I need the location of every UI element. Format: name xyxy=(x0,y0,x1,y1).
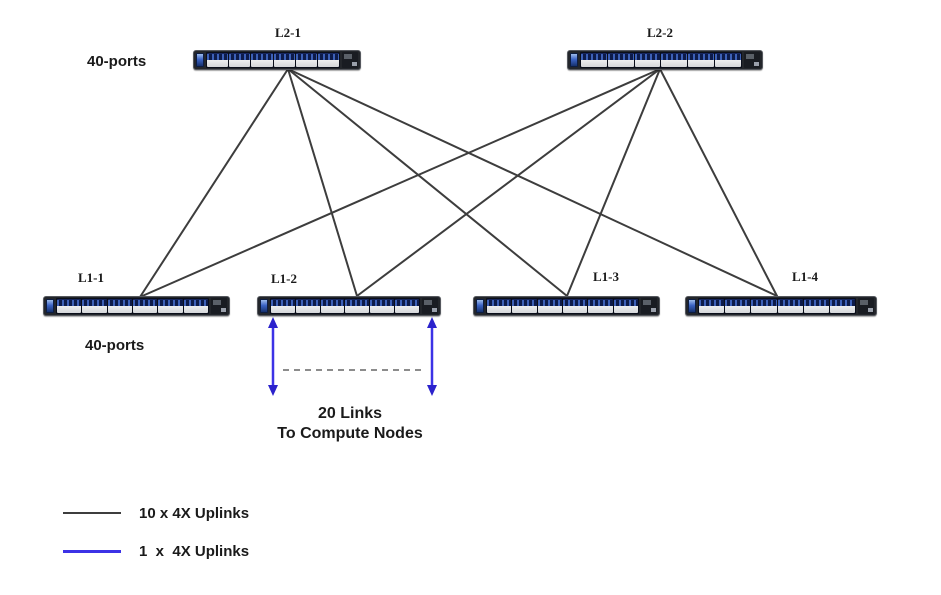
port-group xyxy=(725,299,751,313)
port-group xyxy=(207,53,229,67)
port-banks xyxy=(698,298,856,314)
psu-module xyxy=(858,298,874,314)
legend-item-uplinks-10x: 10 x 4X Uplinks xyxy=(63,500,249,526)
switch-l2-1 xyxy=(193,50,361,70)
uplink-line-l2-2-l1-1 xyxy=(139,68,661,298)
port-group xyxy=(107,299,132,313)
legend: 10 x 4X Uplinks 1 x 4X Uplinks xyxy=(63,500,249,576)
switch-l1-3 xyxy=(473,296,660,316)
compute-links-line2: To Compute Nodes xyxy=(277,425,423,442)
compute-arrow-left-head-top xyxy=(268,317,278,328)
port-group xyxy=(751,299,777,313)
psu-module xyxy=(342,52,358,68)
port-group xyxy=(132,299,158,313)
legend-line-dark xyxy=(63,512,121,514)
port-group xyxy=(537,299,562,313)
port-group xyxy=(158,299,183,313)
port-group xyxy=(370,299,395,313)
compute-links-caption: 20 Links To Compute Nodes xyxy=(277,404,422,444)
switch-l1-2 xyxy=(257,296,441,316)
label-l1-4: L1-4 xyxy=(792,269,818,284)
port-group xyxy=(588,299,613,313)
psu-module xyxy=(744,52,760,68)
port-group xyxy=(487,299,512,313)
port-group xyxy=(829,299,856,313)
uplink-lines xyxy=(139,68,778,298)
port-group xyxy=(320,299,345,313)
port-group xyxy=(229,53,251,67)
uplink-line-l2-1-l1-4 xyxy=(287,68,778,297)
compute-arrow-right-head-top xyxy=(427,317,437,328)
legend-label-uplinks-10x: 10 x 4X Uplinks xyxy=(139,504,250,522)
port-group xyxy=(607,53,634,67)
port-group xyxy=(345,299,370,313)
port-group xyxy=(715,53,741,67)
rack-ear xyxy=(46,299,54,313)
rack-ear xyxy=(688,299,696,313)
uplink-line-l2-1-l1-2 xyxy=(287,68,358,297)
label-l1-3: L1-3 xyxy=(593,269,619,284)
rack-ear xyxy=(570,53,578,67)
psu-module xyxy=(641,298,657,314)
port-group xyxy=(273,53,295,67)
psu-module xyxy=(422,298,438,314)
port-group xyxy=(317,53,340,67)
switch-l2-2 xyxy=(567,50,763,70)
port-group xyxy=(271,299,295,313)
port-group xyxy=(581,53,607,67)
port-group xyxy=(183,299,208,313)
uplink-line-l2-2-l1-2 xyxy=(356,68,661,297)
uplink-line-l2-2-l1-4 xyxy=(659,68,778,297)
compute-links-arrows xyxy=(268,317,437,396)
rack-ear xyxy=(196,53,204,67)
port-group xyxy=(82,299,107,313)
port-group xyxy=(295,53,317,67)
switch-l1-4 xyxy=(685,296,877,316)
port-group xyxy=(251,53,273,67)
compute-links-line1: 20 Links xyxy=(317,405,383,422)
label-l2-2: L2-2 xyxy=(647,25,673,40)
port-group xyxy=(803,299,829,313)
port-group xyxy=(688,53,715,67)
port-group xyxy=(295,299,320,313)
uplink-line-l2-1-l1-3 xyxy=(287,68,568,297)
port-group xyxy=(57,299,82,313)
port-group xyxy=(512,299,537,313)
port-group xyxy=(562,299,588,313)
rack-ear xyxy=(476,299,484,313)
legend-item-uplinks-1x: 1 x 4X Uplinks xyxy=(63,538,249,564)
port-banks xyxy=(56,298,209,314)
legend-line-blue xyxy=(63,549,121,553)
rack-ear xyxy=(260,299,268,313)
label-l1-2: L1-2 xyxy=(271,271,297,286)
port-banks xyxy=(580,52,742,68)
port-group xyxy=(395,299,419,313)
label-l2-1: L2-1 xyxy=(275,25,301,40)
top-row-ports-label: 40-ports xyxy=(87,53,147,70)
port-banks xyxy=(270,298,420,314)
port-group xyxy=(661,53,688,67)
uplink-line-l2-1-l1-1 xyxy=(139,68,289,298)
port-banks xyxy=(206,52,340,68)
switch-l1-1 xyxy=(43,296,230,316)
bottom-row-ports-label: 40-ports xyxy=(85,337,145,354)
psu-module xyxy=(211,298,227,314)
label-l1-1: L1-1 xyxy=(78,270,104,285)
compute-arrow-left-head-bottom xyxy=(268,385,278,396)
compute-arrow-right-head-bottom xyxy=(427,385,437,396)
port-banks xyxy=(486,298,639,314)
port-group xyxy=(699,299,725,313)
uplink-line-l2-2-l1-3 xyxy=(566,68,661,297)
port-group xyxy=(613,299,638,313)
legend-label-uplinks-1x: 1 x 4X Uplinks xyxy=(139,542,250,560)
port-group xyxy=(634,53,661,67)
port-group xyxy=(777,299,803,313)
